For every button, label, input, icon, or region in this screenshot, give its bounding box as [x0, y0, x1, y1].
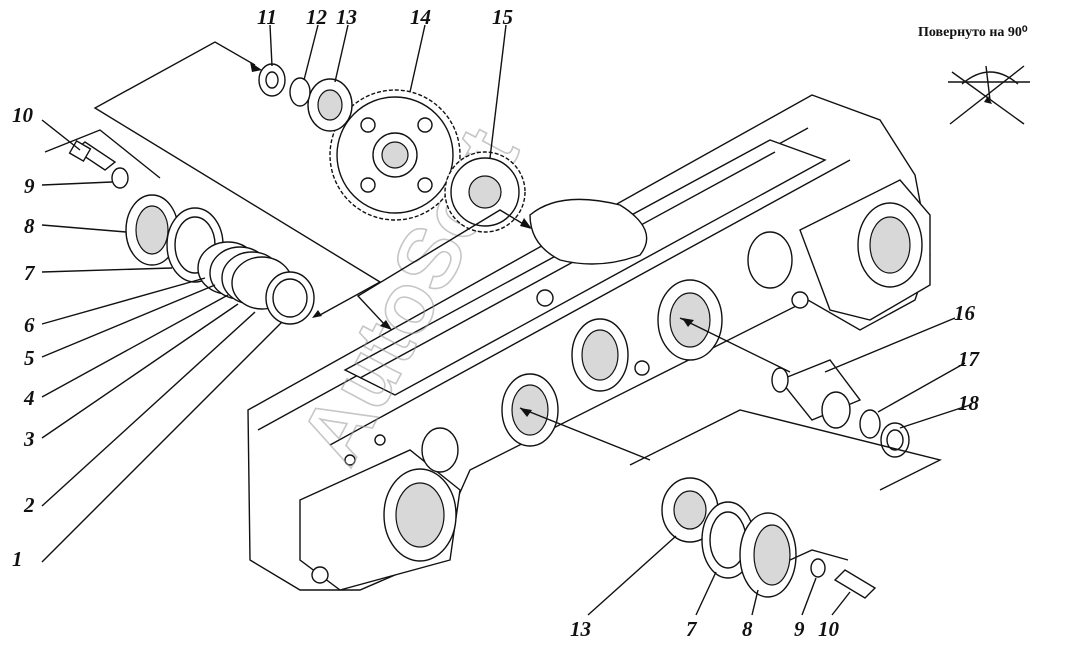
callout-17: 17 [958, 347, 981, 371]
assembly-frame-bottom [629, 409, 943, 491]
left-seal-stack [125, 194, 315, 325]
bottom-washer [810, 558, 826, 578]
callout-9-bottom: 9 [794, 617, 805, 641]
callout-11: 11 [257, 5, 277, 29]
assembly-frame-top [93, 41, 382, 316]
callout-18: 18 [958, 391, 980, 415]
left-bolt [68, 139, 117, 171]
callout-16: 16 [954, 301, 976, 325]
nut [258, 63, 286, 97]
callout-5: 5 [24, 346, 35, 370]
callout-7-left: 7 [24, 261, 36, 285]
top-bearing [307, 78, 353, 132]
bolt-frame-left [44, 129, 161, 179]
bolt-frame-bottom [789, 549, 849, 561]
leader-lines [41, 24, 971, 616]
assembly-frame-middle [356, 209, 531, 326]
callout-15: 15 [492, 5, 513, 29]
callout-2: 2 [23, 493, 35, 517]
gearbox-housing [247, 94, 931, 591]
callout-12: 12 [306, 5, 328, 29]
lock-washer [289, 77, 311, 107]
callout-10-left: 10 [12, 103, 34, 127]
callout-8-bottom: 8 [742, 617, 753, 641]
callout-8-left: 8 [24, 214, 35, 238]
small-gear [444, 151, 526, 233]
callout-13-bottom: 13 [570, 617, 591, 641]
callout-4: 4 [23, 386, 35, 410]
left-washer [111, 167, 129, 189]
callout-3: 3 [23, 427, 35, 451]
bottom-bolt [833, 569, 877, 599]
rotation-symbol-icon [948, 65, 1030, 125]
callout-13-top: 13 [336, 5, 357, 29]
snap-ring [859, 409, 881, 439]
bottom-cover [739, 512, 797, 598]
callout-10-bottom: 10 [818, 617, 840, 641]
callout-9-left: 9 [24, 174, 35, 198]
splined-shaft [771, 359, 862, 429]
callout-14: 14 [410, 5, 431, 29]
rotated-note: Повернуто на 90⁰ [918, 25, 1028, 40]
callout-7-bottom: 7 [686, 617, 698, 641]
spacer-ring [880, 422, 910, 458]
callout-labels: 1 2 3 4 5 6 7 8 9 10 11 12 13 14 15 16 1… [12, 5, 981, 641]
callout-6: 6 [24, 313, 35, 337]
large-gear [329, 89, 461, 221]
callout-1: 1 [12, 547, 23, 571]
